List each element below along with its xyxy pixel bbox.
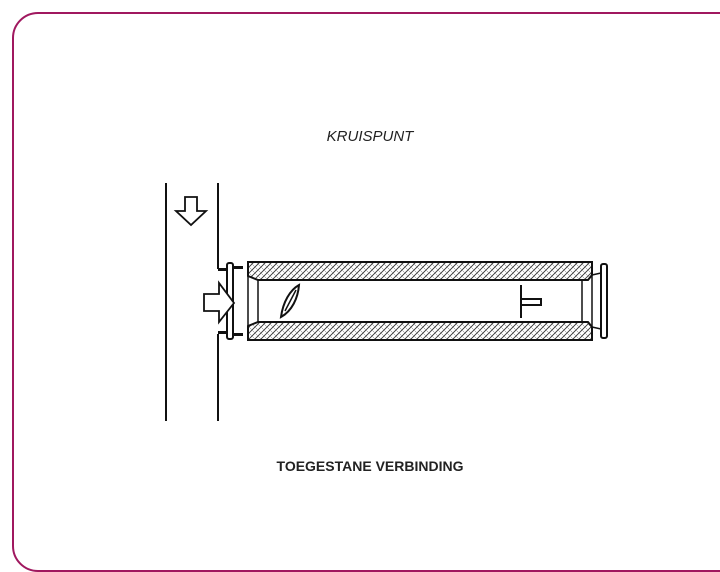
arrow-right-icon: [203, 280, 236, 325]
arrow-down-icon: [173, 196, 209, 227]
insulated-branch-duct: [247, 261, 593, 341]
diagram-caption: TOEGESTANE VERBINDING: [276, 458, 464, 474]
duct-drawing: [165, 183, 608, 421]
butterfly-damper-icon: [279, 283, 301, 319]
end-flange: [591, 263, 608, 339]
t-regulator-icon: [520, 285, 542, 318]
vertical-duct: [165, 183, 219, 421]
diagram-title: KRUISPUNT: [326, 128, 414, 145]
